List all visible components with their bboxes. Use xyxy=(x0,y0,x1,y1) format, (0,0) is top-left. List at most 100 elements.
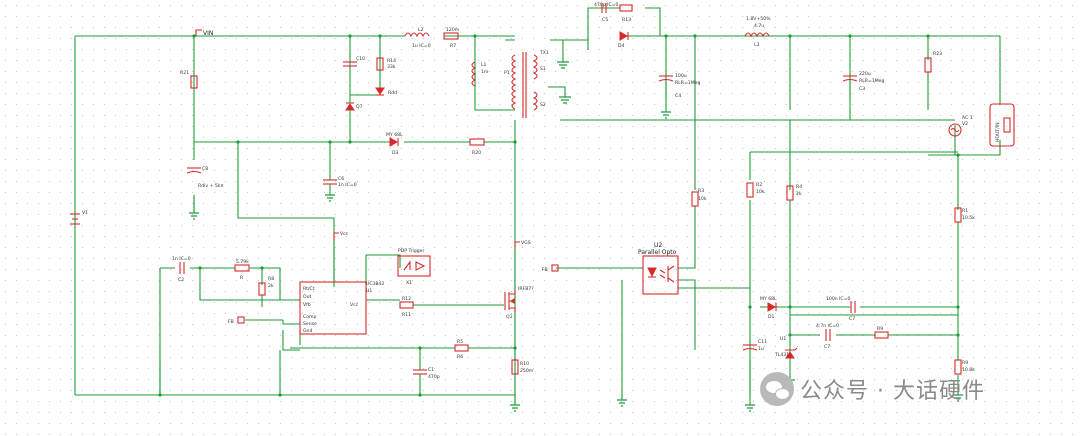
l1-label: L1 xyxy=(481,62,487,68)
resistor-r7: 120m R7 xyxy=(443,27,460,49)
d1-part: MY 68L xyxy=(760,296,777,302)
tl431-label: U1 xyxy=(780,336,786,342)
c7-label: C7 xyxy=(849,316,855,322)
wechat-icon xyxy=(760,372,794,406)
r10-label: R10 xyxy=(520,361,529,367)
resistor-r9: R9 xyxy=(874,326,889,339)
d1-label: D1 xyxy=(768,314,775,320)
c8-spec: Rdiv + 5kπ xyxy=(198,183,223,189)
v2-label: V2 xyxy=(962,121,968,127)
fb-input: FB xyxy=(228,316,245,325)
zener-q7: Q7 xyxy=(345,95,363,142)
d4-label: D4 xyxy=(618,43,625,49)
r10-value: 250m xyxy=(520,368,534,374)
u1-label: U1 xyxy=(366,288,372,294)
q1-label: Q1 xyxy=(506,314,513,320)
s2-label: S2 xyxy=(540,102,546,108)
diode-clamp: Rdd xyxy=(375,87,397,96)
c1-value: 470p xyxy=(428,374,440,380)
r12-label: R12 xyxy=(402,296,411,302)
x1-label: X1 xyxy=(406,280,412,286)
capacitor-c7b: 4.7n IC=0 C7 xyxy=(816,323,839,350)
capacitor-c2: 1n IC=0 C2 xyxy=(172,256,191,283)
pwm-trigger-x1: PDP Trigger X1 xyxy=(397,248,431,286)
r11-label: R11 xyxy=(402,312,411,318)
r4-label: R4 xyxy=(796,184,802,190)
d3-part: MY 68L xyxy=(386,132,403,138)
fb2-label: FB xyxy=(542,267,548,273)
v1-label: V1 xyxy=(82,210,88,216)
capacitor-c6: C6 1n IC=0 xyxy=(323,176,357,195)
c2-label: C2 xyxy=(178,277,184,283)
resistor-r3: R3 10k xyxy=(691,188,707,207)
capacitor-c10: C10 xyxy=(343,56,365,67)
vin-label: VIN xyxy=(203,30,213,37)
r4-value: 2k xyxy=(796,191,802,197)
pin-vfb: Vfb xyxy=(303,302,311,308)
ac1-label: AC 1 xyxy=(962,115,973,121)
clamp-label: Rdd xyxy=(388,90,397,96)
rct-label: R xyxy=(240,275,244,281)
ic-uc3842: Rt/Ct Out Vfb Comp Sense Gnd Vcc UC3842 … xyxy=(299,281,384,335)
l3-value: 4.7u xyxy=(754,23,764,29)
c4-label: C4 xyxy=(675,93,681,99)
r20-label: R20 xyxy=(472,150,481,156)
resistor-r21: R21 xyxy=(180,70,198,89)
l3-label: L3 xyxy=(754,42,760,48)
u1-part: UC3842 xyxy=(366,281,384,287)
c8-label: C8 xyxy=(202,166,208,172)
hout-label: HOUT/IN xyxy=(995,122,1001,142)
optocoupler-u2: U2 Parallel Opto xyxy=(638,242,679,295)
fb2-input: FB xyxy=(542,264,559,273)
vcc-flag: Vcc xyxy=(333,231,349,240)
resistor-r8: R8 2k xyxy=(258,276,274,296)
resistor-r20: R20 xyxy=(469,138,485,156)
resistor-r14: R14 33k xyxy=(376,57,396,71)
fb-label: FB xyxy=(228,319,234,325)
resistor-r2: R2 10k xyxy=(746,182,765,198)
ground-symbols xyxy=(189,61,963,412)
capacitor-c1: C1 470p xyxy=(413,367,440,382)
r2-label: R2 xyxy=(756,182,762,188)
r23-label: R23 xyxy=(933,51,942,57)
r3-label: R3 xyxy=(698,188,704,194)
r2-value: 10k xyxy=(756,189,765,195)
resistor-r12: R12 R11 xyxy=(399,296,414,318)
r13-label: R13 xyxy=(622,17,631,23)
r7-label: R7 xyxy=(450,43,456,49)
vgs-label: VGS xyxy=(521,240,531,246)
resistor-r23: R23 xyxy=(924,51,942,73)
capacitor-c11: C11 1u xyxy=(742,339,767,352)
r8-value: 2k xyxy=(268,283,274,289)
capacitor-c4: 100u RLR=1Meg C4 xyxy=(658,73,701,112)
d3-label: D3 xyxy=(392,150,399,156)
diode-d3: MY 68L D3 xyxy=(386,132,403,156)
l2-value: 1u IC=0 xyxy=(412,43,431,49)
r1-value: 10.5k xyxy=(962,215,975,221)
rct-value: 5.79k xyxy=(236,259,249,265)
resistor-r10: R10 250m xyxy=(511,359,534,395)
pin-vout: Vcc xyxy=(350,302,359,308)
pwm-label: PDP Trigger xyxy=(398,248,424,254)
q1-part: IRFB7? xyxy=(518,286,534,292)
diode-d1: MY 68L D1 xyxy=(760,296,777,320)
l2-label: L2 xyxy=(418,27,424,33)
inductor-l2: L2 1u IC=0 xyxy=(404,27,431,49)
u2-title: U2 xyxy=(654,242,662,249)
c3-spec: RLR=1Meg xyxy=(859,78,885,84)
resistor-r4: R4 2k xyxy=(786,184,802,201)
c2-value: 1n IC=0 xyxy=(172,256,191,262)
inductor-l3: 1.8V+50% 4.7u L3 xyxy=(744,16,771,48)
resistor-r13: R13 xyxy=(619,4,633,23)
r14-label: R14 xyxy=(387,58,396,64)
pin-gnd: Gnd xyxy=(303,328,312,334)
vin-flag: VIN xyxy=(195,29,213,37)
ac-source-v2: AC 1 V2 xyxy=(948,115,973,137)
rbot-label: R9 xyxy=(962,360,968,366)
rbot-value: 10.8k xyxy=(962,367,975,373)
c5-value: 470p IC=0 xyxy=(594,2,619,8)
watermark-text: 公众号 · 大话硬件 xyxy=(800,379,985,404)
vcc-label: Vcc xyxy=(340,231,349,237)
